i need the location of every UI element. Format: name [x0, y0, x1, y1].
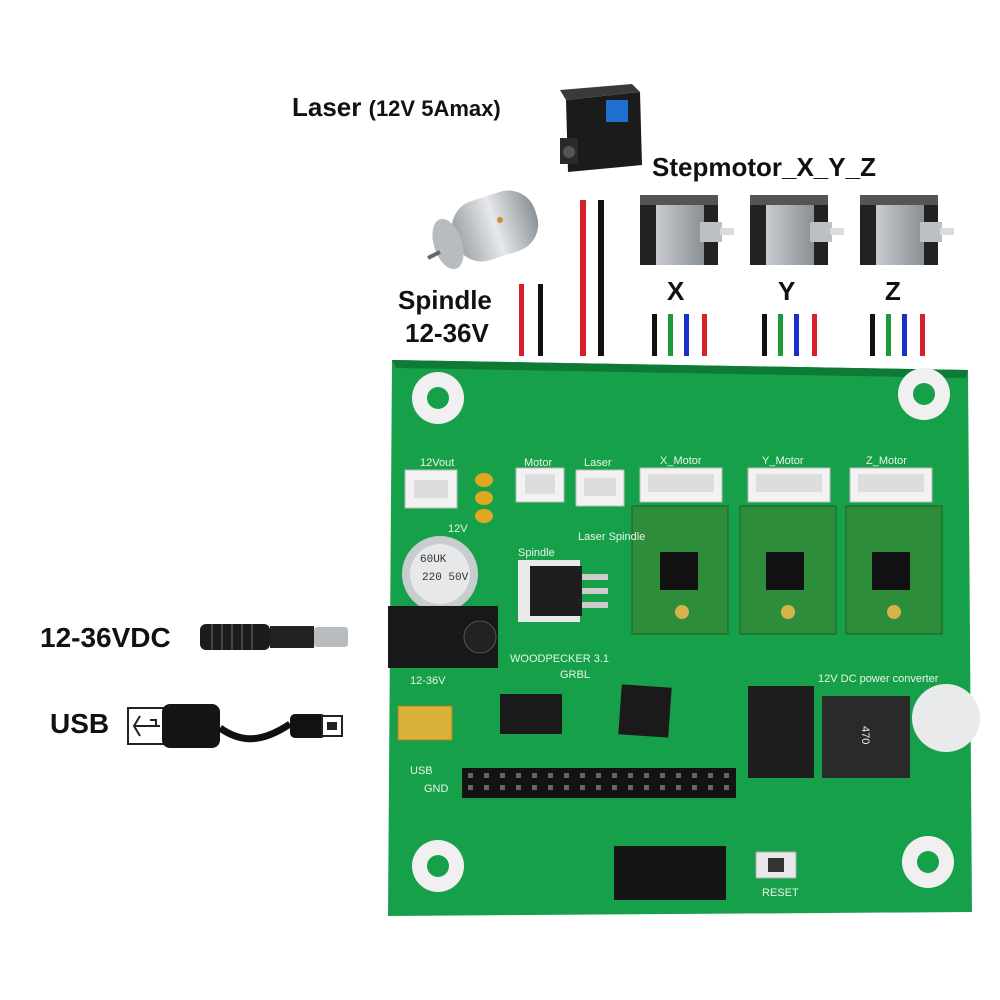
header-pin [484, 785, 489, 790]
silk-converter: 12V DC power converter [818, 673, 939, 685]
usb-chip [500, 694, 562, 734]
stepmotor-x-icon [640, 195, 734, 265]
wire-red [580, 200, 586, 356]
header-pin [644, 773, 649, 778]
header-pin [596, 773, 601, 778]
header-pin [564, 773, 569, 778]
header-pin [676, 773, 681, 778]
spindle-wires [519, 284, 543, 356]
header-pin [500, 773, 505, 778]
tantalum-capacitors [475, 473, 493, 523]
silk-x-motor: X_Motor [660, 455, 702, 467]
z-motor-wires [870, 314, 925, 356]
spindle-motor-icon [427, 183, 546, 273]
silk-motor: Motor [524, 457, 552, 469]
header-pin [580, 785, 585, 790]
header-pin [692, 785, 697, 790]
silk-12-36v: 12-36V [410, 675, 446, 687]
header-pin [660, 773, 665, 778]
header-pin [708, 773, 713, 778]
elcap-value: 220 50V [422, 572, 469, 584]
header-pin [628, 773, 633, 778]
silk-spindle: Spindle [518, 547, 555, 559]
header-pin [468, 773, 473, 778]
board-name: WOODPECKER 3.1 [510, 653, 609, 665]
header-pin [644, 785, 649, 790]
silk-usb: USB [410, 765, 433, 777]
wire-black [538, 284, 543, 356]
connector-12vout [405, 470, 457, 508]
pcb-board: 12Vout Motor Laser X_Motor Y_Motor Z_Mot… [388, 360, 980, 916]
header-pin [580, 773, 585, 778]
header-pin [628, 785, 633, 790]
connector-y-motor [748, 468, 830, 502]
laser-wires [580, 200, 604, 356]
header-pin [532, 785, 537, 790]
silk-y-motor: Y_Motor [762, 455, 804, 467]
wire-red [519, 284, 524, 356]
header-pin [516, 773, 521, 778]
laser-module-icon [560, 84, 642, 172]
header-pin [516, 785, 521, 790]
header-pin [548, 785, 553, 790]
header-pin [484, 773, 489, 778]
elcap-brand: 60UK [420, 554, 447, 566]
header-pin [500, 785, 505, 790]
header-pin [724, 785, 729, 790]
connector-x-motor [640, 468, 722, 502]
header-pin [708, 785, 713, 790]
driver-z [846, 506, 942, 634]
silk-12vout: 12Vout [420, 457, 454, 469]
board-firmware: GRBL [560, 669, 590, 681]
header-pin [596, 785, 601, 790]
connector-motor [516, 468, 564, 502]
regulator [748, 686, 814, 778]
usb-cable-icon [128, 704, 342, 748]
driver-x [632, 506, 728, 634]
silk-12v: 12V [448, 523, 468, 535]
header-pin [692, 773, 697, 778]
header-pin [532, 773, 537, 778]
header-pin [564, 785, 569, 790]
header-pin [612, 785, 617, 790]
header-pin [468, 785, 473, 790]
header-pin [660, 785, 665, 790]
header-pin [724, 773, 729, 778]
big-capacitor [912, 684, 980, 752]
pin-header [462, 768, 736, 798]
header-pin [612, 773, 617, 778]
header-pin [676, 785, 681, 790]
inductor-label: 470 [859, 726, 871, 744]
silk-laser: Laser [584, 457, 612, 469]
bottom-header [614, 846, 726, 900]
stepmotor-z-icon [860, 195, 954, 265]
usb-port [398, 706, 452, 740]
stepmotor-y-icon [750, 195, 844, 265]
connector-z-motor [850, 468, 932, 502]
silk-gnd: GND [424, 783, 449, 795]
driver-y [740, 506, 836, 634]
silk-z-motor: Z_Motor [866, 455, 907, 467]
x-motor-wires [652, 314, 707, 356]
silk-laser-spindle: Laser Spindle [578, 531, 645, 543]
dc-jack [388, 606, 498, 668]
wire-black [598, 200, 604, 356]
dc-plug-icon [200, 624, 348, 650]
header-pin [548, 773, 553, 778]
connector-laser [576, 470, 624, 506]
mcu-chip [618, 684, 671, 737]
silk-reset: RESET [762, 887, 799, 899]
y-motor-wires [762, 314, 817, 356]
